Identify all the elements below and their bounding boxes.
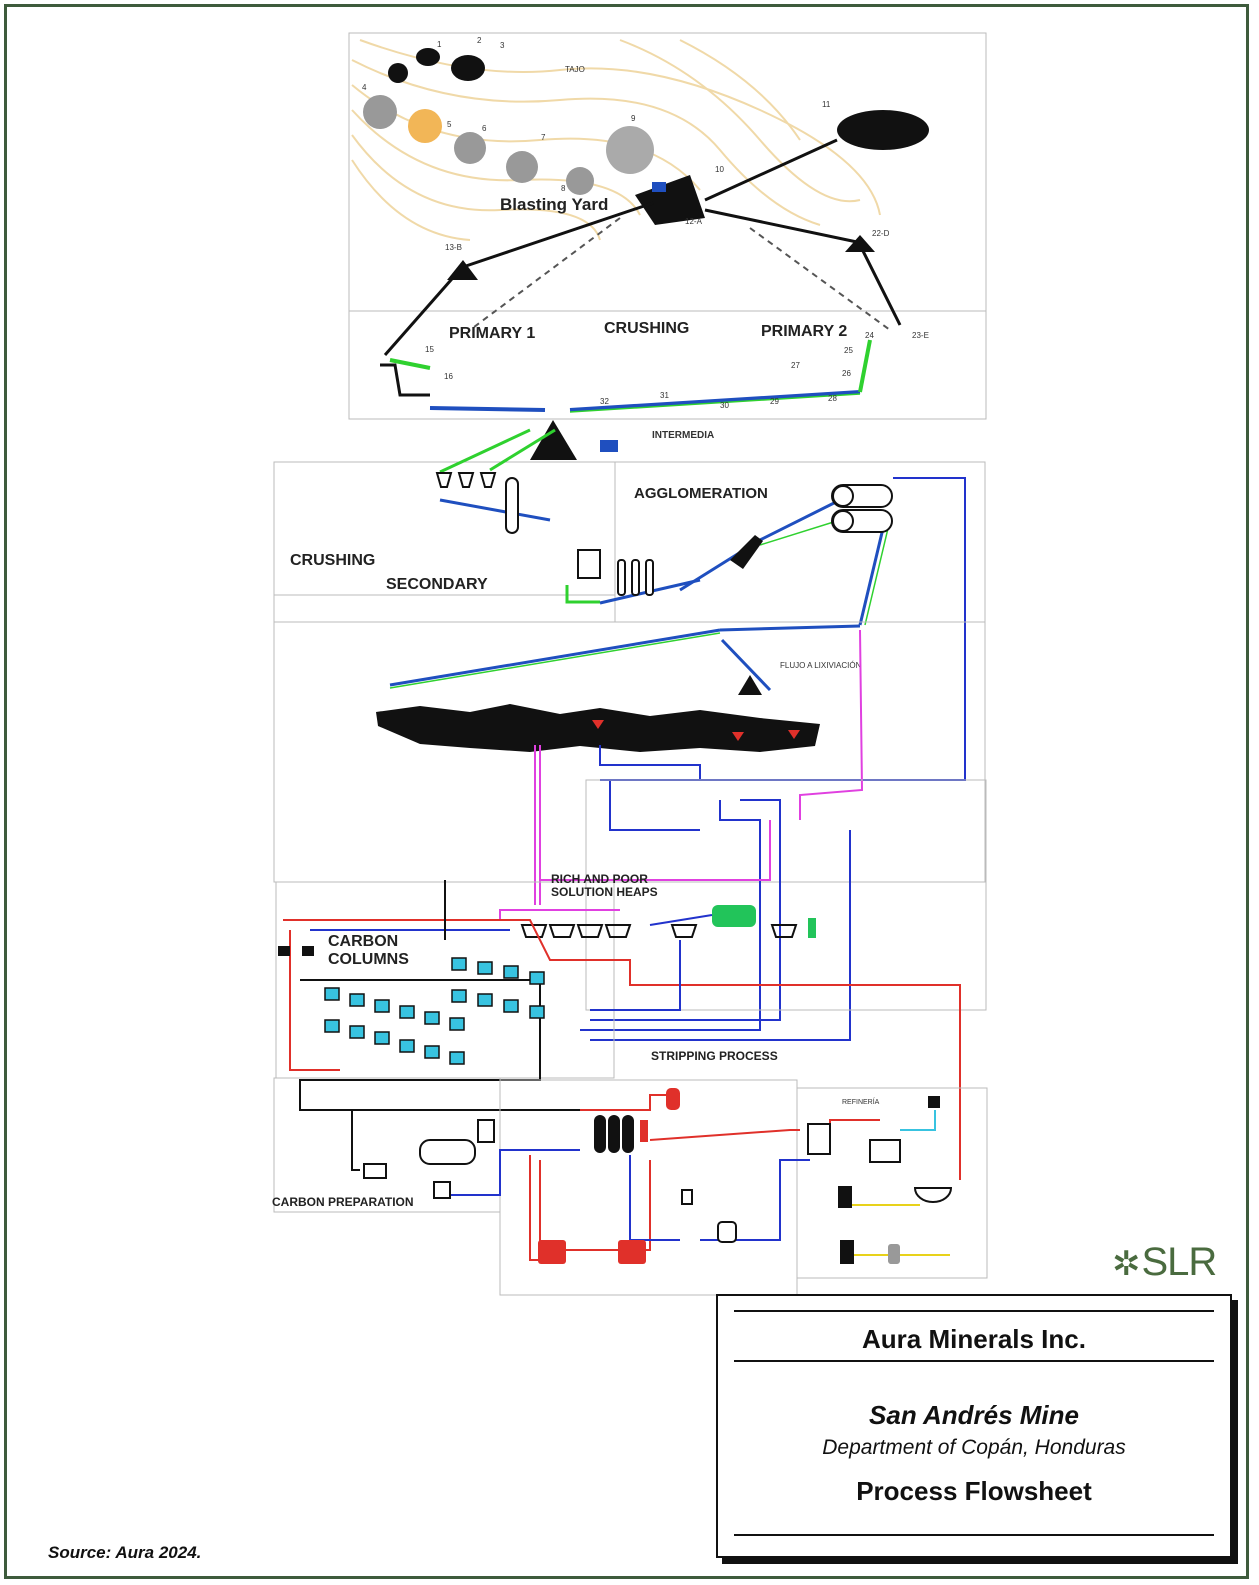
stripping-piping [352, 1095, 950, 1260]
slr-logo: ✲SLR [1112, 1240, 1216, 1285]
node-number-label: 29 [770, 397, 779, 406]
stripping-vessels [364, 1120, 951, 1242]
flujo-lixiviacion-label: FLUJO A LIXIVIACIÓN [780, 661, 862, 670]
node-number-label: 30 [720, 401, 729, 410]
node-number-label: 8 [561, 184, 566, 193]
node-number-label: 32 [600, 397, 609, 406]
slr-burst-icon: ✲ [1112, 1245, 1140, 1283]
node-number-label: 4 [362, 83, 367, 92]
node-number-label: 6 [482, 124, 487, 133]
node-number-label: 10 [715, 165, 724, 174]
title-rule-mid [734, 1360, 1214, 1362]
node-number-label: 12-A [685, 217, 703, 226]
pump-left-1 [278, 946, 290, 956]
intermedia-label: INTERMEDIA [652, 430, 714, 441]
mold-icon [888, 1244, 900, 1264]
dust-collector [928, 1096, 940, 1108]
tajo-label: TAJO [565, 65, 585, 74]
stacker-icon [730, 535, 763, 569]
node-number-label: 27 [791, 361, 800, 370]
slr-logo-text: SLR [1142, 1240, 1217, 1284]
title-rule-bottom [734, 1534, 1214, 1536]
sheet-title: Process Flowsheet [718, 1476, 1230, 1507]
heater-tank [666, 1088, 680, 1110]
pump-left-2 [302, 946, 314, 956]
node-number-label: 26 [842, 369, 851, 378]
node-number-label: 9 [631, 114, 636, 123]
stripping-panel: STRIPPING PROCESS CARBON PREPARATION REF… [272, 1049, 987, 1295]
heaps-label-1: RICH AND POOR [551, 872, 648, 886]
node-number-label: 22-D [872, 229, 890, 238]
node-number-label: 11 [822, 100, 831, 109]
filter-tank [712, 905, 756, 927]
primary-1-label: PRIMARY 1 [449, 325, 535, 342]
title-rule-top [734, 1310, 1214, 1312]
carbon-preparation-label: CARBON PREPARATION [272, 1195, 414, 1209]
agglomeration-label: AGGLOMERATION [634, 485, 768, 502]
node-number-label: 1 [437, 40, 442, 49]
heaps-label-2: SOLUTION HEAPS [551, 885, 658, 899]
carbon-columns-label-2: COLUMNS [328, 951, 409, 968]
carbon-columns [325, 958, 544, 1064]
secondary-label: SECONDARY [386, 576, 488, 593]
crucible [840, 1240, 854, 1264]
node-number-label: 5 [447, 120, 452, 129]
company-name: Aura Minerals Inc. [718, 1324, 1230, 1355]
pond-tanks [522, 925, 796, 937]
stripping-process-label: STRIPPING PROCESS [651, 1049, 778, 1063]
source-note: Source: Aura 2024. [48, 1543, 201, 1563]
title-block: Aura Minerals Inc. San Andrés Mine Depar… [716, 1294, 1232, 1558]
node-number-label: 3 [500, 41, 505, 50]
node-number-label: 31 [660, 391, 669, 400]
node-number-label: 28 [828, 394, 837, 403]
pump-icon [808, 918, 816, 938]
node-number-label: 24 [865, 331, 874, 340]
node-number-label: 15 [425, 345, 434, 354]
agglomeration-drums [832, 485, 892, 532]
node-number-label: 13-B [445, 243, 462, 252]
node-number-label: 23-E [912, 331, 929, 340]
mine-location: Department of Copán, Honduras [718, 1436, 1230, 1460]
carbon-columns-label-1: CARBON [328, 933, 398, 950]
primary-2-label: PRIMARY 2 [761, 323, 847, 340]
solution-lines [535, 630, 862, 1040]
node-number-label: 16 [444, 372, 453, 381]
dore-furnace [838, 1186, 852, 1208]
node-number-label: 7 [541, 133, 546, 142]
crushing-primary-label: CRUSHING [604, 320, 689, 337]
node-number-label: 2 [477, 36, 482, 45]
blasting-yard-label: Blasting Yard [500, 195, 608, 214]
heat-exchanger [640, 1120, 648, 1142]
dozer-icon [600, 440, 618, 452]
elution-columns [594, 1115, 634, 1153]
crushing-secondary-label: CRUSHING [290, 552, 375, 569]
heap-conveyors [390, 626, 860, 690]
refineria-label: REFINERÍA [842, 1097, 880, 1106]
electrowinning-cells [538, 1240, 646, 1264]
node-number-label: 25 [844, 346, 853, 355]
mine-name: San Andrés Mine [718, 1400, 1230, 1431]
